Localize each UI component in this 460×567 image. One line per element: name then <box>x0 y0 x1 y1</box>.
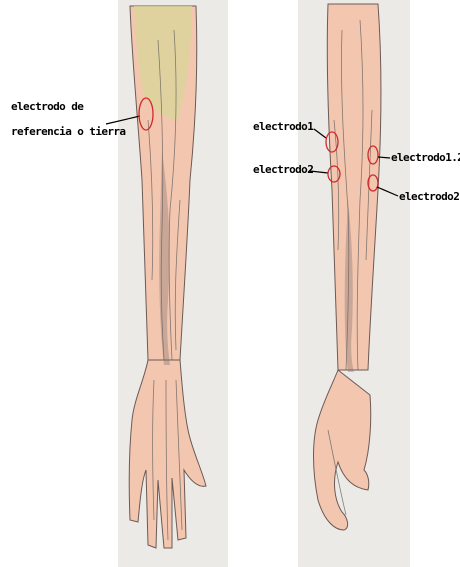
reference-electrode-marker <box>139 98 153 130</box>
electrodo1-leader-line <box>314 129 326 138</box>
electrodo2-2-label: electrodo2.2 <box>399 190 460 204</box>
reference-electrode-label-line-2: referencia o tierra <box>11 125 125 139</box>
reference-electrode-label-line-1: electrodo de <box>11 100 125 114</box>
electrodo2-2-leader-line <box>377 187 398 196</box>
electrodo1-marker <box>326 132 338 152</box>
electrodo1-label: electrodo1 <box>253 120 313 134</box>
electrodo2-label: electrodo2 <box>253 163 313 177</box>
electrodo1-2-leader-line <box>378 157 390 158</box>
reference-electrode-label: electrodo de referencia o tierra <box>11 100 125 139</box>
electrodo1-2-label: electrodo1.2 <box>391 151 460 165</box>
electrodo2-marker <box>328 166 340 182</box>
electrodo1-2-marker <box>368 146 378 164</box>
electrodo2-2-marker <box>368 175 378 191</box>
